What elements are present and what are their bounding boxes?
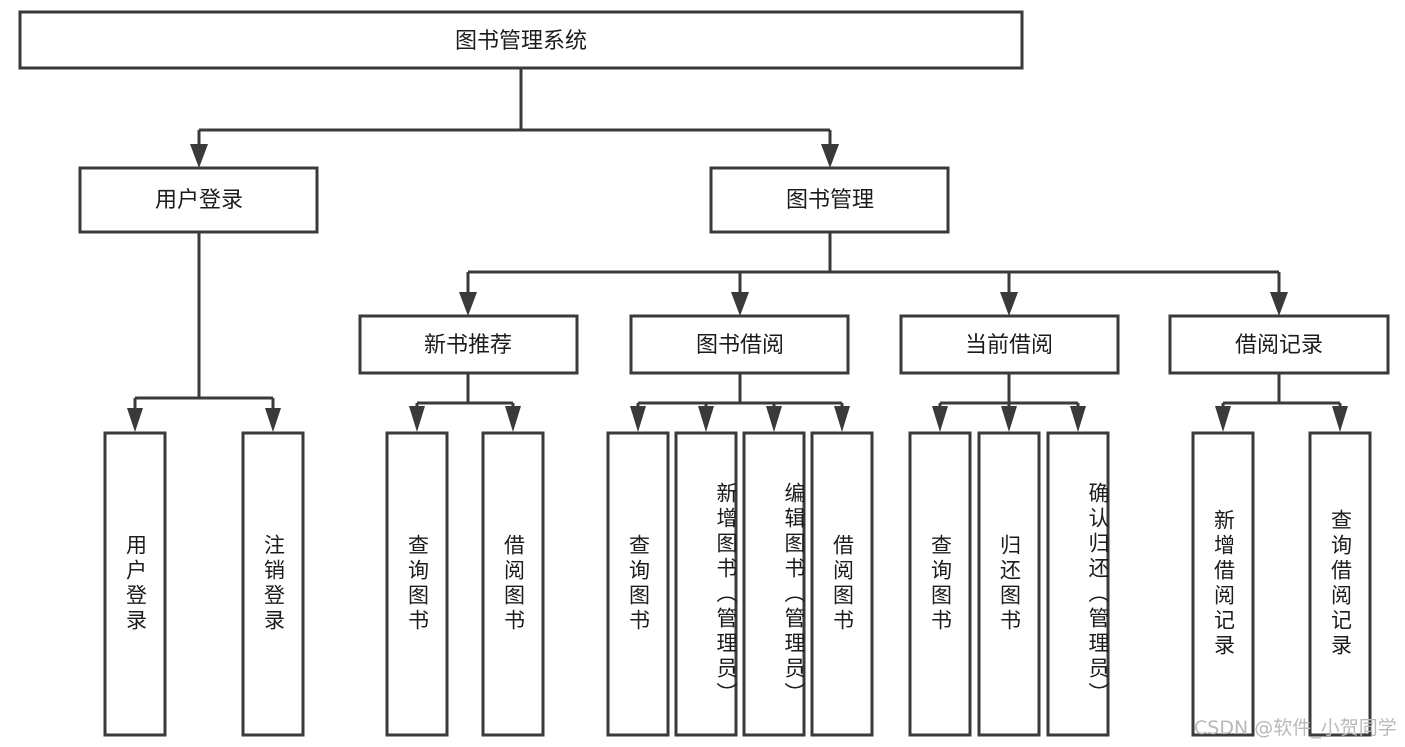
node-layer: 图书管理系统 用户登录 图书管理 新书推荐 图书借阅 当前借阅 借阅记录 — [18, 10, 1390, 737]
arrow-head-nbr-query — [409, 406, 425, 432]
arrow-head-new-book — [459, 292, 477, 316]
node-box-leaf-cb-confirm-return[interactable] — [1046, 431, 1110, 737]
node-box-leaf-bb-edit-book[interactable] — [742, 431, 806, 737]
arrow-head-book-borrow — [731, 292, 749, 316]
node-box-leaf-bb-add-book[interactable] — [674, 431, 738, 737]
node-label-user-login: 用户登录 — [155, 188, 243, 213]
arrow-head-cb-query — [932, 406, 948, 432]
arrow-head-nbr-borrow — [505, 406, 521, 432]
node-box-root[interactable] — [18, 10, 1024, 70]
node-label-new-book-recommend: 新书推荐 — [424, 333, 512, 358]
node-box-leaf-logout[interactable] — [241, 431, 305, 737]
arrow-head-user-login — [190, 144, 208, 168]
node-label-book-management: 图书管理 — [786, 188, 874, 213]
node-box-book-borrow[interactable] — [629, 314, 850, 375]
node-box-leaf-user-login[interactable] — [103, 431, 167, 737]
arrow-head-bb-edit — [766, 406, 782, 432]
arrow-head-br-query — [1332, 406, 1348, 432]
arrow-head-book-mgmt — [821, 144, 839, 168]
node-box-leaf-cb-return-book[interactable] — [977, 431, 1041, 737]
arrow-head-leaf-user-login — [127, 408, 143, 432]
arrow-head-current-borrow — [1000, 292, 1018, 316]
arrow-head-bb-query — [630, 406, 646, 432]
node-box-leaf-br-add-record[interactable] — [1191, 431, 1255, 737]
connector-layer — [127, 68, 1348, 432]
node-box-leaf-br-query-record[interactable] — [1308, 431, 1372, 737]
arrow-head-cb-return — [1001, 406, 1017, 432]
node-label-current-borrow: 当前借阅 — [965, 333, 1053, 358]
arrow-head-br-add — [1215, 406, 1231, 432]
node-box-borrow-record[interactable] — [1168, 314, 1390, 375]
node-box-user-login[interactable] — [78, 166, 319, 234]
arrow-head-bb-borrow — [834, 406, 850, 432]
arrow-head-bb-add — [698, 406, 714, 432]
node-label-borrow-record: 借阅记录 — [1235, 333, 1323, 358]
node-box-leaf-bb-borrow-book[interactable] — [810, 431, 874, 737]
node-label-root: 图书管理系统 — [455, 29, 587, 54]
node-box-leaf-cb-query-book[interactable] — [908, 431, 972, 737]
node-box-leaf-bb-query-book[interactable] — [606, 431, 670, 737]
node-label-book-borrow: 图书借阅 — [696, 333, 784, 358]
node-box-leaf-nbr-borrow-book[interactable] — [481, 431, 545, 737]
arrow-head-borrow-record — [1270, 292, 1288, 316]
arrow-head-leaf-logout — [265, 408, 281, 432]
node-box-leaf-nbr-query-book[interactable] — [385, 431, 449, 737]
node-box-book-management[interactable] — [709, 166, 950, 234]
node-box-new-book-recommend[interactable] — [358, 314, 579, 375]
node-box-current-borrow[interactable] — [899, 314, 1120, 375]
arrow-head-cb-confirm — [1070, 406, 1086, 432]
csdn-watermark: CSDN @软件_小贺同学 — [1194, 717, 1397, 739]
